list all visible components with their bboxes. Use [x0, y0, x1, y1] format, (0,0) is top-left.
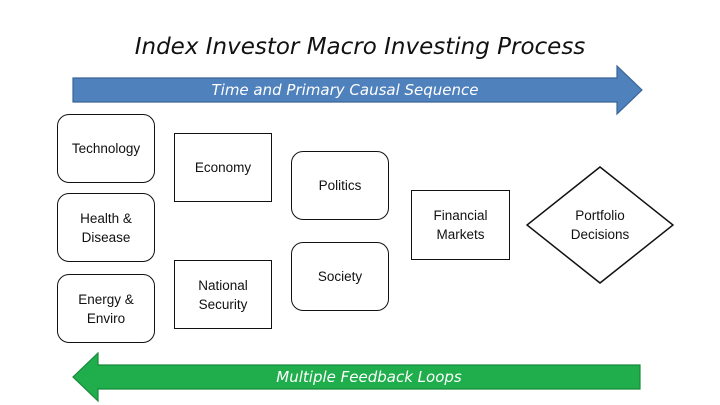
forward-arrow-label: Time and Primary Causal Sequence — [211, 81, 479, 99]
node-health-disease: Health & Disease — [57, 193, 155, 262]
node-financial-markets: Financial Markets — [411, 190, 510, 260]
portfolio-decisions-label: Portfolio Decisions — [570, 208, 630, 242]
node-politics: Politics — [291, 151, 389, 220]
node-technology: Technology — [57, 114, 155, 183]
node-society: Society — [291, 242, 389, 311]
feedback-arrow-label: Multiple Feedback Loops — [276, 368, 462, 386]
node-portfolio-decisions: Portfolio Decisions — [526, 166, 674, 284]
diagram-title: Index Investor Macro Investing Process — [134, 34, 586, 60]
diamond-shape — [526, 166, 674, 284]
node-energy-enviro: Energy & Enviro — [57, 274, 155, 343]
node-economy: Economy — [174, 133, 272, 202]
node-national-security: National Security — [174, 260, 272, 329]
